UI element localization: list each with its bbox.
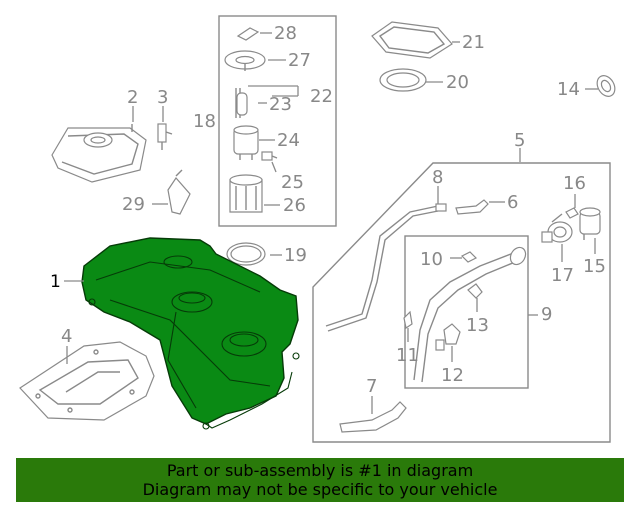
notice-line-2: Diagram may not be specific to your vehi… bbox=[142, 480, 498, 499]
callout-15[interactable]: 15 bbox=[583, 256, 606, 277]
callout-5[interactable]: 5 bbox=[514, 130, 525, 151]
part-21-cover-plate-icon bbox=[371, 21, 453, 59]
callout-18[interactable]: 18 bbox=[193, 111, 216, 132]
notice-line-1: Part or sub-assembly is #1 in diagram bbox=[166, 461, 474, 480]
part-25-sensor-icon bbox=[261, 151, 278, 161]
callout-3[interactable]: 3 bbox=[157, 87, 168, 108]
callout-6[interactable]: 6 bbox=[507, 192, 518, 213]
part-24-fuel-pump-icon bbox=[233, 125, 259, 160]
filler-group-box bbox=[312, 162, 611, 443]
callout-13[interactable]: 13 bbox=[466, 315, 489, 336]
callout-12[interactable]: 12 bbox=[441, 365, 464, 386]
filler-subgroup-box bbox=[404, 235, 529, 389]
parts-diagram: 1 2 3 4 5 6 7 8 9 10 11 12 13 14 15 16 1… bbox=[19, 15, 616, 443]
part-6-hose-icon bbox=[455, 199, 489, 215]
leader-lines bbox=[64, 32, 598, 414]
part-7-hose-icon bbox=[339, 401, 407, 433]
callout-14[interactable]: 14 bbox=[557, 79, 580, 100]
part-2-canister-icon bbox=[51, 124, 147, 183]
callout-9[interactable]: 9 bbox=[541, 304, 552, 325]
part-11-clip-icon bbox=[403, 310, 413, 329]
part-19-gasket-icon bbox=[226, 242, 266, 266]
notice-banner: Part or sub-assembly is #1 in diagram Di… bbox=[16, 458, 624, 502]
part-23-pump-pipe-icon bbox=[235, 88, 248, 118]
callout-1[interactable]: 1 bbox=[50, 272, 61, 292]
callout-11[interactable]: 11 bbox=[396, 345, 419, 366]
callout-28[interactable]: 28 bbox=[274, 23, 297, 44]
callout-20[interactable]: 20 bbox=[446, 72, 469, 93]
callout-7[interactable]: 7 bbox=[366, 376, 377, 397]
callout-8[interactable]: 8 bbox=[432, 167, 443, 188]
part-15-valve-icon bbox=[579, 207, 601, 240]
callout-10[interactable]: 10 bbox=[420, 249, 443, 270]
part-8-breather-tube-icon bbox=[325, 203, 447, 332]
part-10-clip-icon bbox=[460, 251, 478, 263]
part-16-clip-icon bbox=[565, 207, 579, 219]
part-26-reservoir-icon bbox=[229, 174, 263, 213]
part-27-lock-ring-icon bbox=[224, 50, 266, 71]
callout-17[interactable]: 17 bbox=[551, 265, 574, 286]
callout-26[interactable]: 26 bbox=[283, 195, 306, 216]
callout-21[interactable]: 21 bbox=[462, 32, 485, 53]
part-29-bracket-icon bbox=[167, 169, 191, 215]
part-14-fuel-cap-icon bbox=[596, 75, 616, 97]
callout-2[interactable]: 2 bbox=[127, 87, 138, 108]
pump-group-box bbox=[218, 15, 337, 227]
callout-19[interactable]: 19 bbox=[284, 245, 307, 266]
filler-neck-pipe-icon bbox=[413, 246, 527, 383]
part-12-bracket-icon bbox=[443, 323, 461, 345]
callout-25[interactable]: 25 bbox=[281, 172, 304, 193]
part-20-seal-ring-icon bbox=[379, 68, 427, 92]
callout-16[interactable]: 16 bbox=[563, 173, 586, 194]
callout-22[interactable]: 22 bbox=[310, 86, 333, 107]
callout-24[interactable]: 24 bbox=[277, 130, 300, 151]
part-17-valve-assembly-icon bbox=[541, 213, 573, 243]
callout-29[interactable]: 29 bbox=[122, 194, 145, 215]
part-4-heat-shield-icon bbox=[19, 341, 155, 421]
part-3-valve-icon bbox=[157, 123, 173, 150]
callout-4[interactable]: 4 bbox=[61, 326, 72, 347]
callout-23[interactable]: 23 bbox=[269, 94, 292, 115]
callout-27[interactable]: 27 bbox=[288, 50, 311, 71]
part-13-bracket-icon bbox=[467, 283, 483, 299]
part-1-fuel-tank-icon bbox=[81, 237, 300, 430]
part-28-clip-icon bbox=[236, 27, 260, 41]
